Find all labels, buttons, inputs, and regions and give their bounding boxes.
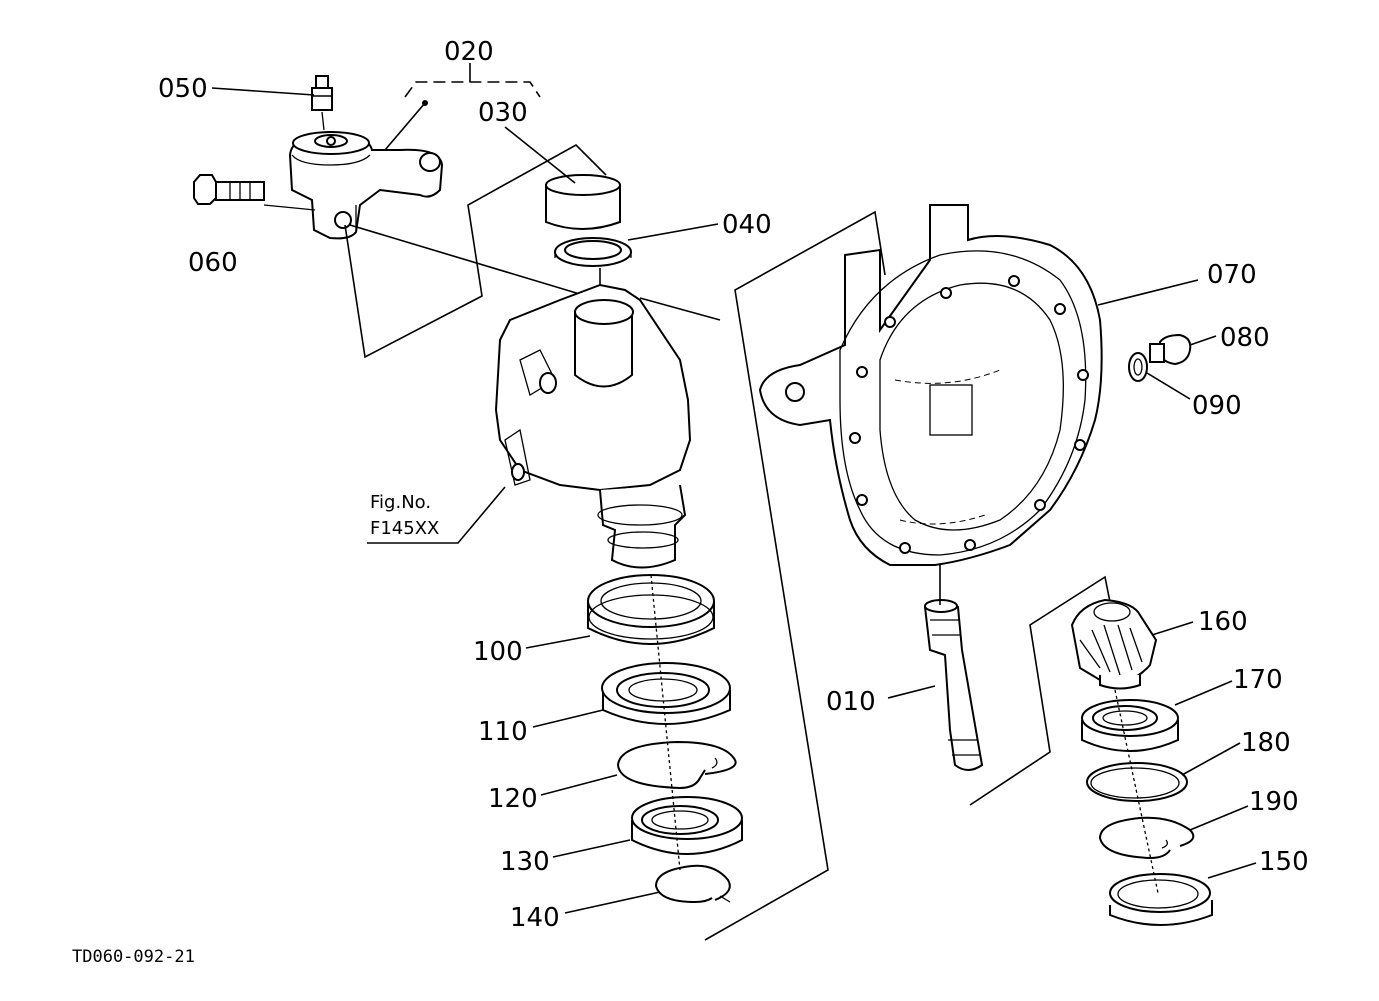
gear-case-housing [494,283,692,590]
group-bracket-030-040 [344,144,607,359]
label-140: 140 [510,903,560,933]
part-180-ring [1086,762,1188,802]
leader-lines [211,87,1257,914]
figure-ref-line1: Fig.No. [370,492,431,513]
label-090: 090 [1192,391,1242,421]
part-020-bracket-group [384,63,541,151]
part-110-bearing [601,662,731,725]
label-030: 030 [478,98,528,128]
part-070-axle-housing [758,204,1103,566]
label-160: 160 [1198,607,1248,637]
part-labels: 020 050 030 040 060 070 080 090 160 100 … [158,37,1309,933]
label-100: 100 [473,637,523,667]
label-070: 070 [1207,260,1257,290]
part-030-bushing [545,174,621,230]
axis-lower-stack [650,574,681,871]
part-100-bearing [587,574,715,645]
label-190: 190 [1249,787,1299,817]
label-010: 010 [826,687,876,717]
group-bracket-main [704,210,886,941]
label-130: 130 [500,847,550,877]
leader-axis-knuckle [349,224,584,296]
part-080-plug [1149,333,1192,366]
part-130-bearing [631,796,743,855]
label-170: 170 [1233,665,1283,695]
label-050: 050 [158,74,208,104]
part-020-knuckle-arm [288,130,444,240]
part-040-seal [554,237,632,267]
label-110: 110 [478,717,528,747]
group-bracket-gear [939,565,1113,806]
leader-axis-right [639,297,721,321]
part-140-snap-ring [654,864,731,904]
label-020: 020 [444,37,494,67]
part-120-snap-ring [616,740,737,790]
part-160-bevel-gear [1070,598,1158,690]
drawing-code: TD060-092-21 [72,947,195,967]
part-090-washer [1128,352,1148,382]
label-080: 080 [1220,323,1270,353]
part-060-bolt [193,174,316,211]
axis-right-stack [1114,689,1159,894]
label-060: 060 [188,248,238,278]
part-150-seal [1109,873,1213,926]
figure-reference: Fig.No. F145XX [367,486,506,544]
label-150: 150 [1259,847,1309,877]
part-050-grease-fitting [311,75,333,131]
part-170-bearing [1081,699,1179,752]
label-120: 120 [488,784,538,814]
label-180: 180 [1241,728,1291,758]
figure-ref-line2: F145XX [370,518,439,539]
part-010-shaft [923,599,984,771]
label-040: 040 [722,210,772,240]
